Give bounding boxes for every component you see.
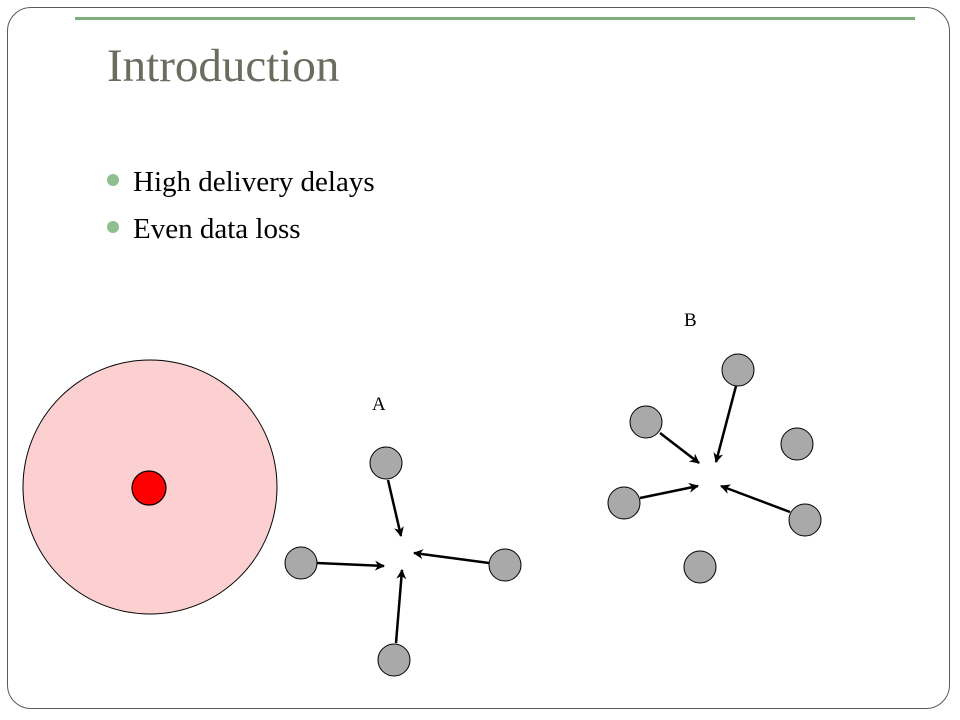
sensor-node [377, 643, 411, 677]
sensor-node [780, 427, 814, 461]
bullet-item: Even data loss [107, 207, 375, 254]
sensor-node [488, 548, 522, 582]
arrow [659, 432, 700, 464]
sensor-node [629, 405, 663, 439]
bullet-text: Even data loss [133, 213, 301, 245]
bullet-list: High delivery delays Even data loss [107, 160, 375, 254]
arrow [720, 484, 791, 514]
sink-node [131, 470, 167, 506]
label-a: A [372, 394, 386, 415]
bullet-icon [107, 221, 119, 233]
arrow [639, 482, 699, 500]
sensor-node [607, 486, 641, 520]
title-accent-rule [75, 17, 915, 20]
sensor-node [683, 550, 717, 584]
sensor-node [284, 546, 318, 580]
slide-title: Introduction [107, 40, 340, 92]
arrow [713, 385, 738, 463]
sensor-node [721, 353, 755, 387]
sensor-node [369, 446, 403, 480]
bullet-text: High delivery delays [133, 166, 375, 198]
arrow [316, 560, 385, 571]
label-b: B [684, 310, 697, 331]
arrow [394, 569, 407, 644]
arrow [413, 549, 490, 565]
sensor-node [788, 503, 822, 537]
arrow [386, 479, 404, 537]
bullet-icon [107, 174, 119, 186]
bullet-item: High delivery delays [107, 160, 375, 207]
